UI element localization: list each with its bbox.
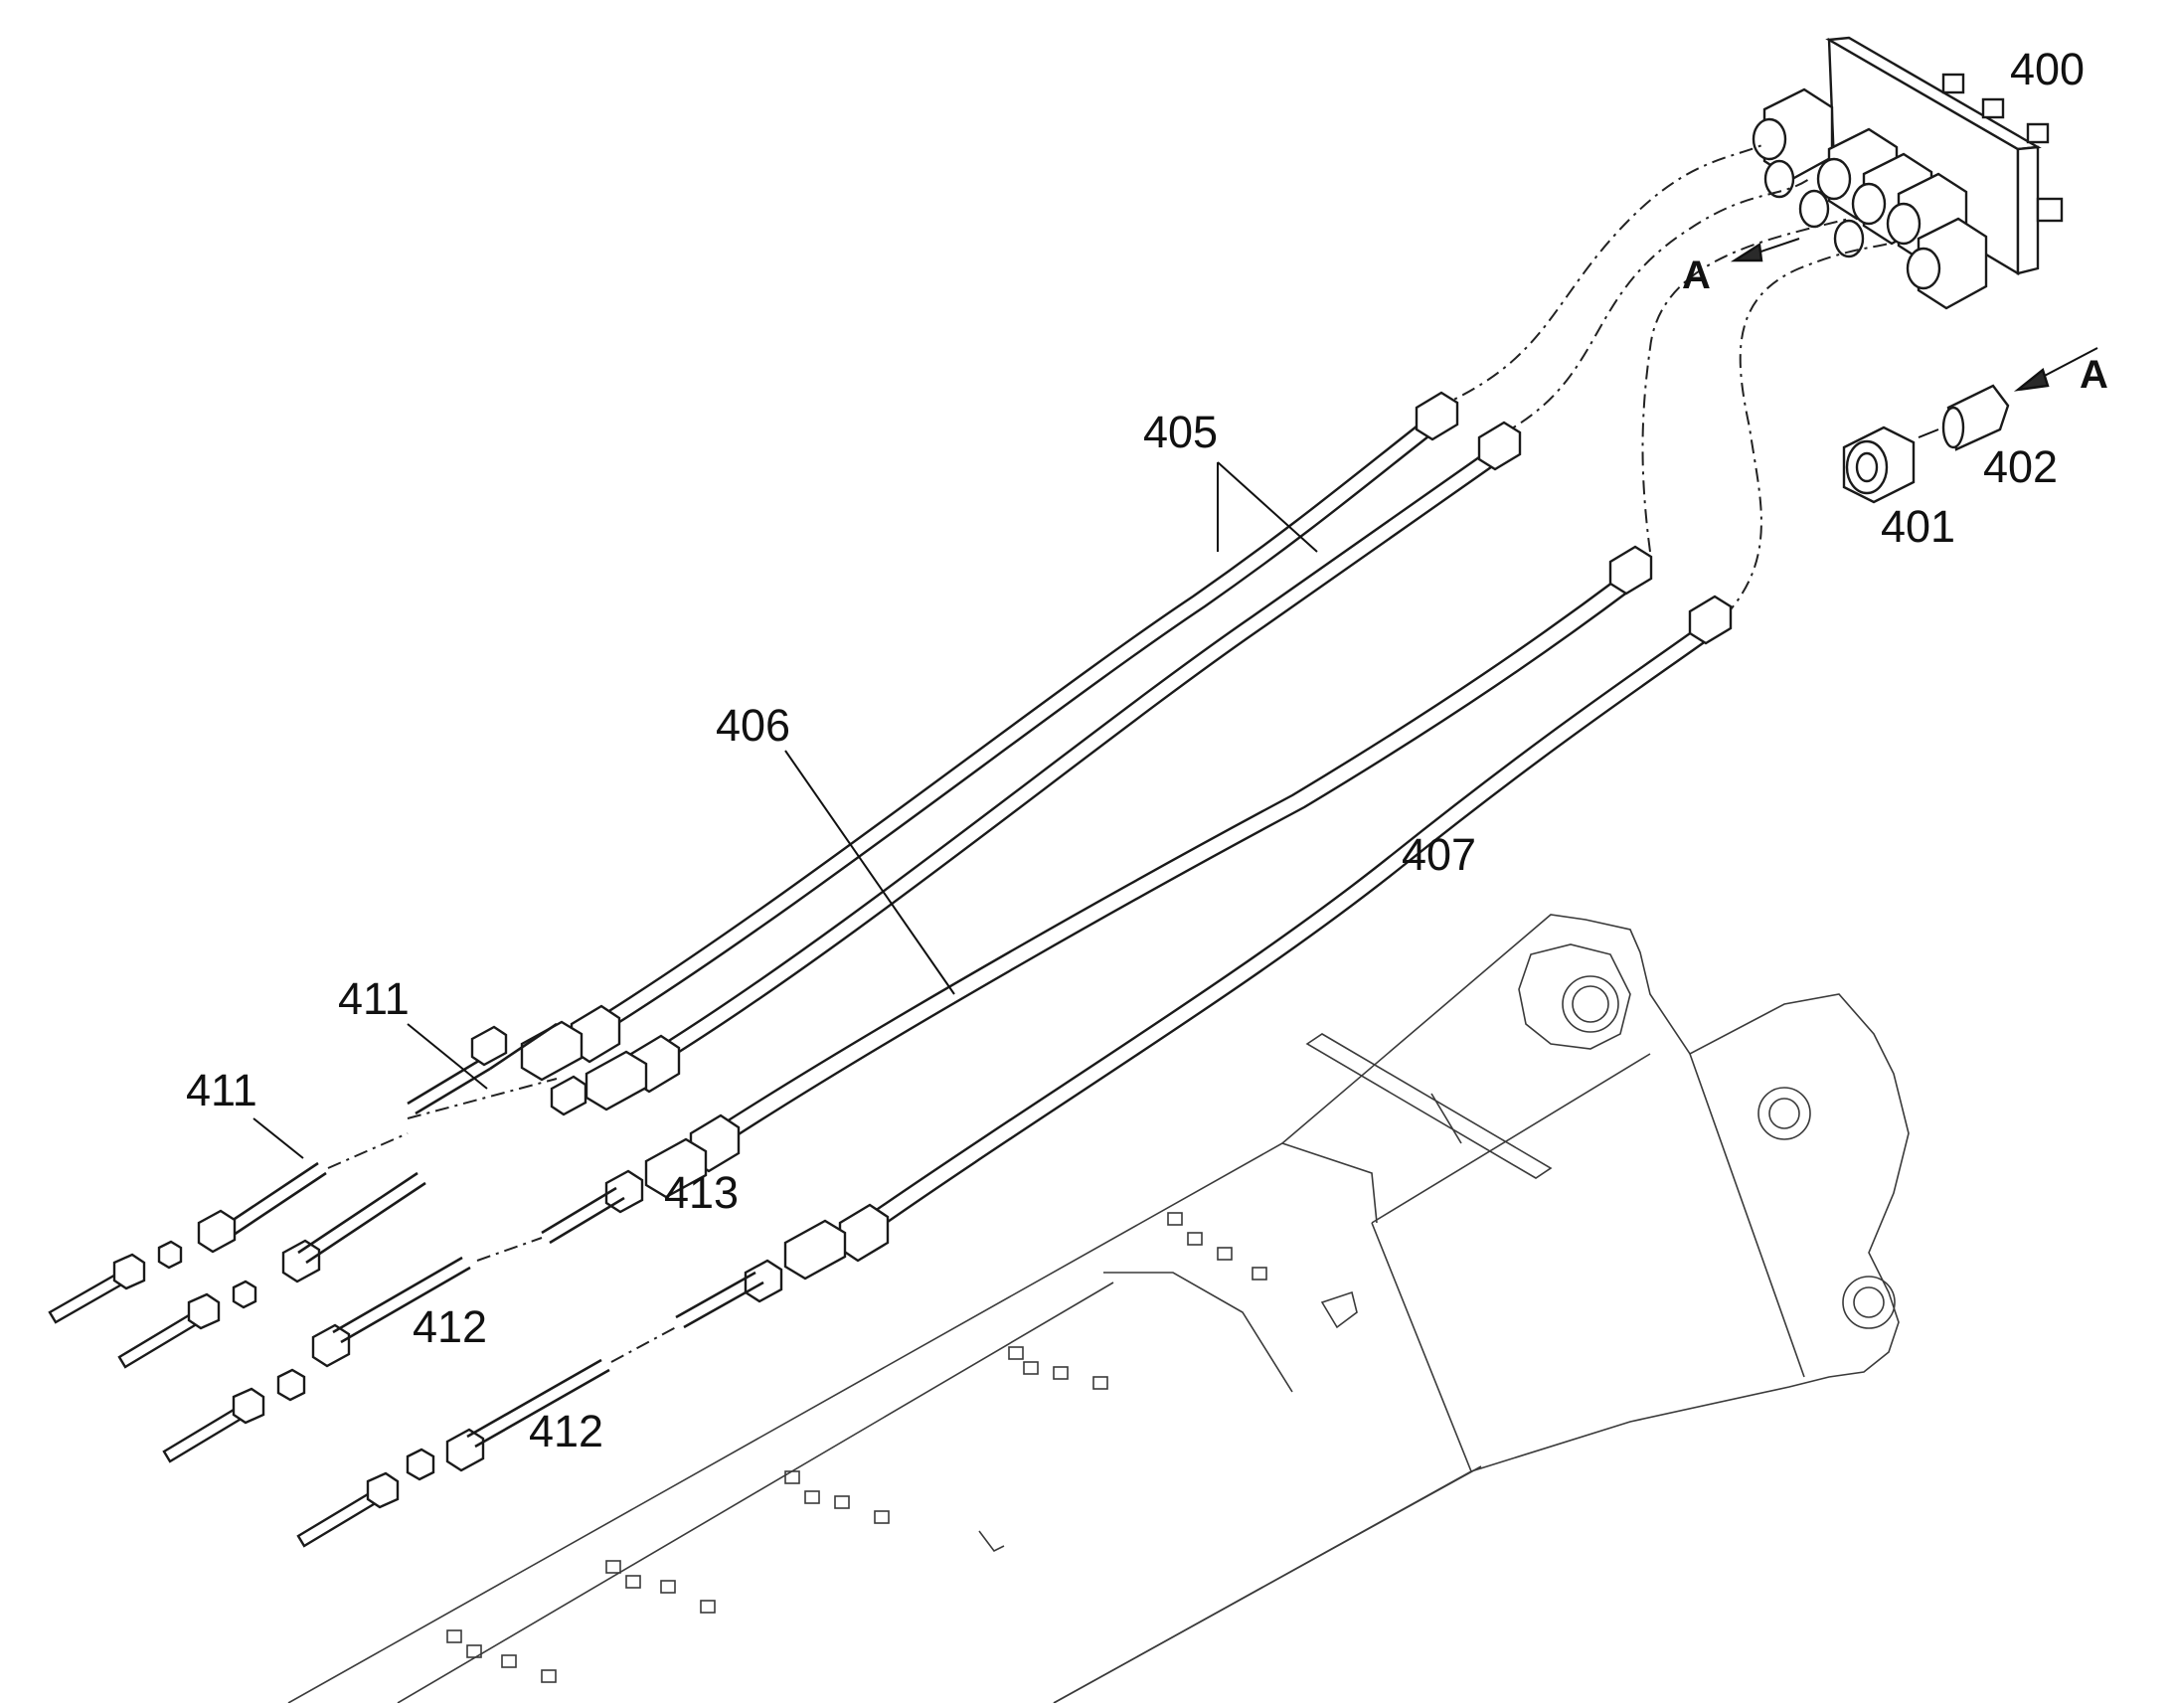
manifold-block-400 [1752, 36, 2064, 310]
label-411-lower: 411 [186, 1065, 257, 1115]
connection-paths [1435, 143, 1890, 617]
sleeve-402 [1918, 384, 2010, 451]
label-411-upper: 411 [338, 973, 410, 1024]
tube-412-lower [445, 1259, 783, 1472]
leader-lines [252, 461, 1318, 1159]
hose-407 [838, 595, 1733, 1263]
hose-405-a [570, 391, 1459, 1064]
hose-406 [689, 545, 1653, 1173]
adapter-fittings-413 [520, 1020, 847, 1281]
section-arrow-a-upper [1730, 238, 1800, 262]
label-400: 400 [2010, 44, 2085, 94]
label-412-upper: 412 [413, 1301, 487, 1352]
nut-401 [1842, 426, 1916, 504]
stems-and-couplings [48, 1240, 435, 1548]
hose-405-b [629, 421, 1522, 1094]
callout-labels: 400 401 402 405 406 407 411 411 412 412 … [186, 44, 2108, 1456]
boom-arm [287, 914, 1910, 1704]
label-405: 405 [1143, 407, 1218, 457]
label-section-a-right: A [2080, 353, 2108, 397]
label-413: 413 [664, 1167, 739, 1218]
label-section-a-upper: A [1682, 254, 1711, 297]
label-407: 407 [1402, 829, 1476, 880]
label-406: 406 [716, 700, 790, 751]
label-402: 402 [1983, 441, 2058, 492]
label-401: 401 [1881, 501, 1955, 552]
section-arrow-a-right [2013, 347, 2098, 392]
tube-411-lower [197, 1132, 426, 1283]
tube-412-upper [311, 1169, 644, 1368]
label-412-lower: 412 [529, 1406, 603, 1456]
tube-411-upper [407, 1022, 587, 1119]
